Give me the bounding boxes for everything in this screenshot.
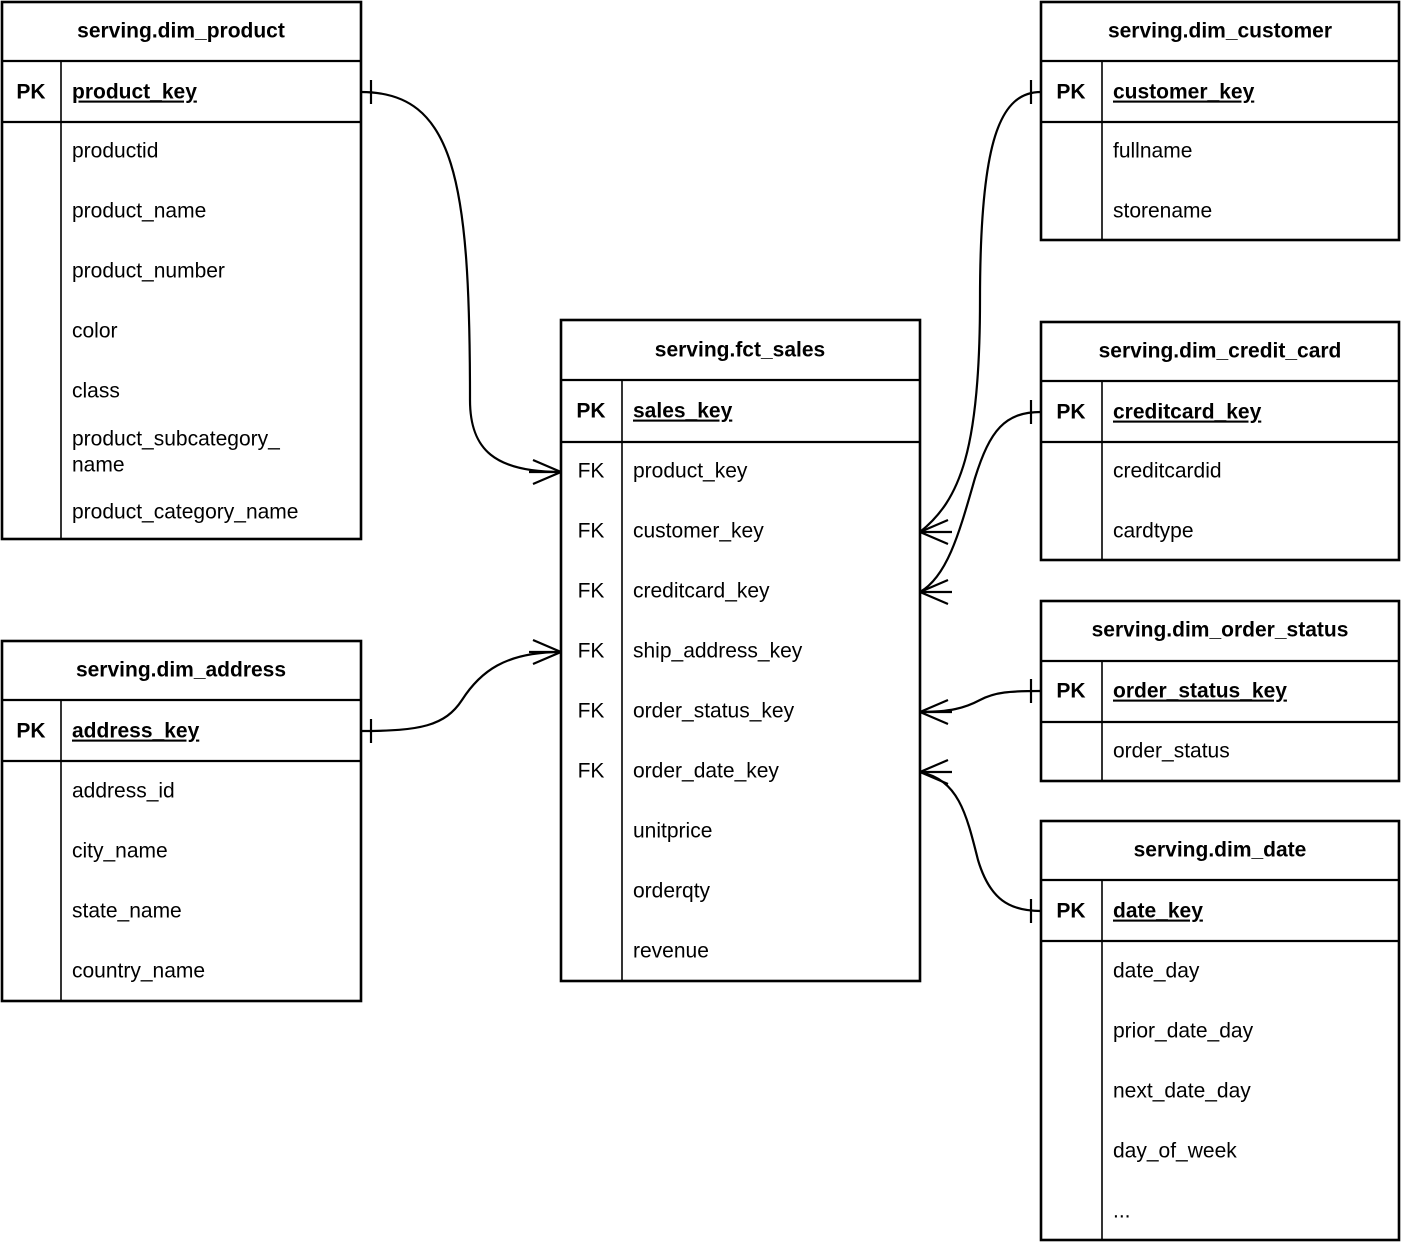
table-dim-address[interactable]: serving.dim_address PK address_key addre… [0,639,363,1003]
fct-sales-pk-tag: PK [576,400,605,423]
dim-credit-card-column-creditcardid[interactable]: creditcardid [1113,460,1222,483]
dim-order-status-pk-column[interactable]: order_status_key [1113,680,1287,703]
fct-sales-column-orderqty[interactable]: orderqty [633,880,711,903]
dim-address-pk-column[interactable]: address_key [72,720,200,743]
dim-date-column-prior-date-day[interactable]: prior_date_day [1113,1020,1254,1043]
fct-sales-title: serving.fct_sales [655,339,825,362]
relationship-address-to-sales [360,638,562,743]
relationship-date-to-sales [919,758,1042,923]
fct-sales-fk-tag-customer-key: FK [578,520,605,543]
dim-product-column-product-number[interactable]: product_number [72,260,225,283]
relationship-orderstatus-to-sales [919,679,1042,726]
relationship-product-to-sales [360,80,562,486]
table-dim-product[interactable]: serving.dim_product PK product_key produ… [0,0,363,541]
dim-address-column-state-name[interactable]: state_name [72,900,182,923]
fct-sales-column-unitprice[interactable]: unitprice [633,820,712,843]
dim-customer-pk-column[interactable]: customer_key [1113,81,1255,104]
dim-product-title: serving.dim_product [77,20,285,43]
dim-date-column-ellipsis: ... [1113,1200,1131,1223]
dim-product-column-color[interactable]: color [72,320,118,343]
table-dim-credit-card[interactable]: serving.dim_credit_card PK creditcard_ke… [1039,320,1401,562]
fct-sales-fk-tag-creditcard-key: FK [578,580,605,603]
dim-date-column-date-day[interactable]: date_day [1113,960,1200,983]
fct-sales-column-customer-key[interactable]: customer_key [633,520,764,543]
fct-sales-fk-tag-ship-address-key: FK [578,640,605,663]
dim-date-title: serving.dim_date [1134,839,1307,862]
dim-product-column-product-subcategory-name-line2[interactable]: name [72,454,125,477]
dim-date-column-next-date-day[interactable]: next_date_day [1113,1080,1251,1103]
fct-sales-column-ship-address-key[interactable]: ship_address_key [633,640,803,663]
table-dim-order-status[interactable]: serving.dim_order_status PK order_status… [1039,599,1401,783]
table-dim-date[interactable]: serving.dim_date PK date_key date_day pr… [1039,819,1401,1242]
dim-product-column-product-category-name[interactable]: product_category_name [72,501,298,524]
dim-product-pk-tag: PK [16,81,45,104]
fct-sales-column-order-date-key[interactable]: order_date_key [633,760,779,783]
fct-sales-fk-tag-order-status-key: FK [578,700,605,723]
dim-date-column-day-of-week[interactable]: day_of_week [1113,1140,1237,1163]
fct-sales-column-product-key[interactable]: product_key [633,460,748,483]
fct-sales-pk-column[interactable]: sales_key [633,400,733,423]
dim-customer-title: serving.dim_customer [1108,20,1332,43]
fct-sales-fk-tag-product-key: FK [578,460,605,483]
dim-address-pk-tag: PK [16,720,45,743]
dim-credit-card-title: serving.dim_credit_card [1099,340,1342,363]
relationship-layer [360,80,1042,923]
fct-sales-column-revenue[interactable]: revenue [633,940,709,963]
dim-credit-card-pk-tag: PK [1056,401,1085,424]
fct-sales-column-order-status-key[interactable]: order_status_key [633,700,795,723]
dim-address-column-city-name[interactable]: city_name [72,840,168,863]
relationship-customer-to-sales [919,80,1042,546]
dim-product-pk-column[interactable]: product_key [72,81,197,104]
dim-product-column-class[interactable]: class [72,380,120,403]
dim-address-title: serving.dim_address [76,659,286,682]
dim-customer-pk-tag: PK [1056,81,1085,104]
dim-product-column-product-name[interactable]: product_name [72,200,206,223]
dim-credit-card-pk-column[interactable]: creditcard_key [1113,401,1262,424]
fct-sales-fk-tag-order-date-key: FK [578,760,605,783]
dim-customer-column-storename[interactable]: storename [1113,200,1212,223]
fct-sales-column-creditcard-key[interactable]: creditcard_key [633,580,770,603]
dim-customer-column-fullname[interactable]: fullname [1113,140,1192,163]
dim-date-pk-column[interactable]: date_key [1113,900,1203,923]
dim-address-column-country-name[interactable]: country_name [72,960,205,983]
table-fct-sales[interactable]: serving.fct_sales PK sales_key FK produc… [559,318,922,983]
dim-product-column-productid[interactable]: productid [72,140,158,163]
dim-address-column-address-id[interactable]: address_id [72,780,175,803]
dim-credit-card-column-cardtype[interactable]: cardtype [1113,520,1194,543]
dim-date-pk-tag: PK [1056,900,1085,923]
dim-product-column-product-subcategory-name-line1[interactable]: product_subcategory_ [72,428,280,451]
dim-order-status-pk-tag: PK [1056,680,1085,703]
table-dim-customer[interactable]: serving.dim_customer PK customer_key ful… [1039,0,1401,242]
dim-order-status-column-order-status[interactable]: order_status [1113,740,1230,763]
dim-order-status-title: serving.dim_order_status [1092,619,1349,642]
relationship-creditcard-to-sales [919,400,1042,606]
